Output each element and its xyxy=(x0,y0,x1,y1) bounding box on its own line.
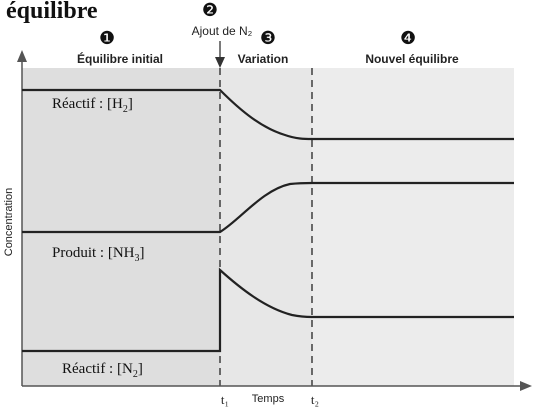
y-axis-label: Concentration xyxy=(3,188,15,257)
phase-2-number: ❷ xyxy=(202,0,218,20)
new-equilibrium-region xyxy=(312,68,514,386)
phase-1-number: ❶ xyxy=(99,28,115,48)
phase-3-number: ❸ xyxy=(260,28,276,48)
phase-1-label: Équilibre initial xyxy=(77,51,163,66)
n2-label: Réactif : [N2] xyxy=(62,361,143,380)
t1-tick-label: t₁ xyxy=(221,392,229,407)
addition-arrow-head xyxy=(215,57,225,68)
n2-curve xyxy=(22,267,514,353)
y-axis-arrow xyxy=(17,50,27,62)
x-axis-label: Temps xyxy=(252,393,285,405)
phase-4-label: Nouvel équilibre xyxy=(365,52,459,66)
nh3-label: Produit : [NH3] xyxy=(52,245,145,264)
phase-4-number: ❹ xyxy=(400,28,416,48)
phase-2-label: Ajout de N₂ xyxy=(192,24,253,38)
variation-region xyxy=(220,68,312,386)
initial-equilibrium-region xyxy=(22,68,220,386)
chart-title: équilibre xyxy=(6,0,98,24)
h2-curve xyxy=(22,88,514,141)
h2-label: Réactif : [H2] xyxy=(52,96,133,115)
phase-3-label: Variation xyxy=(238,52,289,66)
nh3-curve xyxy=(22,181,514,234)
t2-tick-label: t₂ xyxy=(311,392,319,407)
x-axis-arrow xyxy=(520,381,532,391)
